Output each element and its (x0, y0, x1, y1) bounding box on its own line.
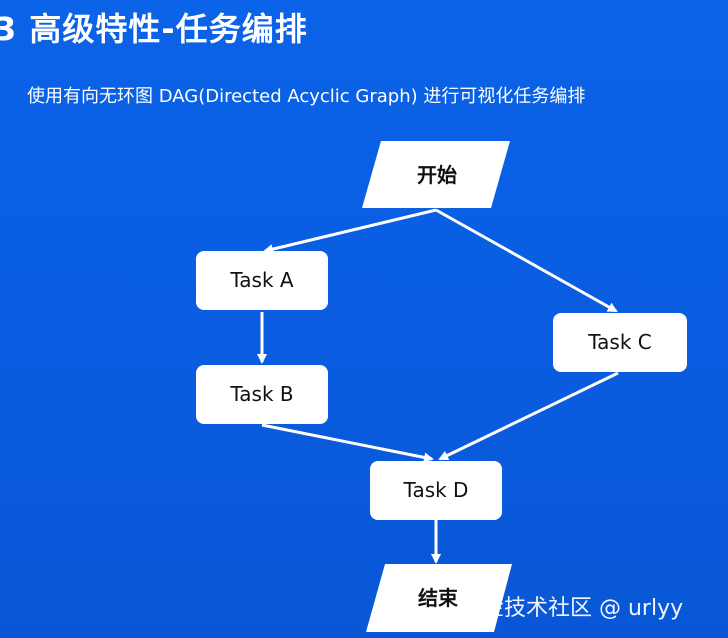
node-task-a: Task A (196, 251, 328, 310)
node-task-b-label: Task B (229, 382, 293, 406)
node-start: 开始 (362, 141, 510, 208)
dag-edges (257, 208, 619, 564)
node-start-label: 开始 (417, 163, 457, 187)
node-task-d: Task D (370, 461, 502, 520)
node-end: 结束 (366, 564, 512, 632)
slide-title: 3 高级特性-任务编排 (0, 10, 308, 48)
node-task-d-label: Task D (403, 478, 469, 502)
edge-start-to-task-a (263, 208, 437, 254)
node-task-b: Task B (196, 365, 328, 424)
slide-subtitle: 使用有向无环图 DAG(Directed Acyclic Graph) 进行可视… (27, 86, 586, 107)
node-task-a-label: Task A (229, 268, 294, 292)
edge-task-c-to-task-d (438, 371, 619, 461)
edge-start-to-task-c (435, 208, 618, 313)
edge-task-b-to-task-d (261, 423, 434, 463)
watermark: 掘金技术社区 @ urlyy (460, 596, 684, 621)
node-end-label: 结束 (418, 586, 459, 610)
node-task-c: Task C (553, 313, 687, 372)
node-task-c-label: Task C (587, 330, 652, 354)
